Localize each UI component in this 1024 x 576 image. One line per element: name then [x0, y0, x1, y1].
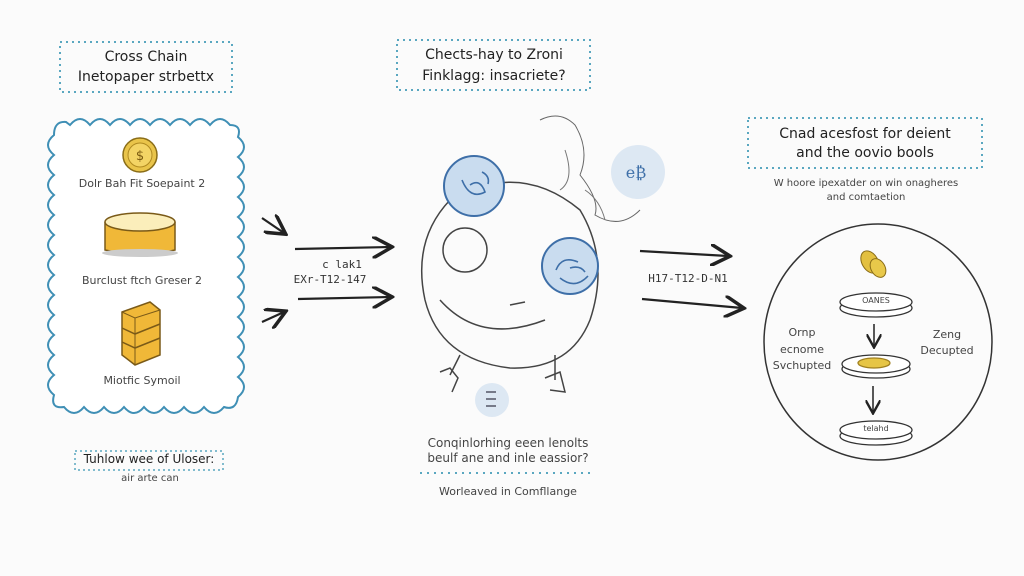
output-arrows — [639, 251, 742, 308]
left-footer-box — [74, 450, 224, 471]
central-character-icon — [420, 115, 641, 393]
right-subtitle-line1: W hoore ipexatder on win onagheres — [773, 178, 959, 189]
disk-label-3: telahd — [863, 424, 889, 433]
right-note-2: Decupted — [920, 344, 974, 357]
left-note-3: Svchupted — [772, 359, 832, 372]
right-subtitle-line2: and comtaetion — [826, 192, 906, 203]
center-caption-line1: Conqinlorhing eeen lenolts — [427, 436, 589, 450]
database-bubble-icon — [475, 383, 509, 417]
left-title-line1: Cross Chain — [104, 49, 188, 65]
arrow-label-1: c lak1 — [322, 258, 362, 271]
face-bubble-icon — [541, 237, 599, 295]
input-arrows — [261, 218, 390, 322]
left-note-1: Ornp — [788, 326, 816, 339]
center-footer: Worleaved in Comfllange — [439, 485, 577, 498]
center-title-line1: Chects-hay to Zroni — [425, 47, 563, 63]
right-note-1: Zeng — [932, 328, 962, 341]
stack-icon — [121, 301, 161, 366]
right-title-line1: Cnad acesfost for deient — [779, 126, 951, 142]
item-label: Dolr Bah Fit Soepaint 2 — [78, 177, 206, 190]
gold-coins-icon — [860, 250, 887, 278]
badge-bubble-icon — [611, 145, 665, 199]
svg-text:$: $ — [136, 149, 144, 164]
center-title-line2: Finklagg: insacriete? — [422, 68, 566, 84]
left-note-2: ecnome — [780, 343, 824, 356]
right-title-line2: and the oovio bools — [796, 145, 934, 161]
right-arrow-label: H17-T12-D-N1 — [648, 272, 728, 285]
center-title-box — [396, 39, 591, 91]
right-title-box — [747, 117, 983, 169]
process-circle — [763, 223, 993, 461]
badge-glyph: e₿ — [626, 163, 647, 182]
disk-label-1: OANES — [862, 296, 890, 305]
left-title-box — [59, 41, 233, 93]
left-footer-sub: air arte can — [121, 473, 179, 484]
item-label: Miotfic Symoil — [103, 374, 181, 387]
center-caption-line2: beulf ane and inle eassior? — [427, 451, 589, 465]
left-footer-title: Tuhlow wee of Uloser: — [83, 452, 215, 466]
left-title-line2: Inetopaper strbettx — [77, 69, 215, 85]
arrow-label-2: EXr-T12-147 — [293, 273, 367, 286]
tub-icon — [102, 212, 178, 257]
coin-icon: $ — [122, 137, 158, 173]
flow-disks — [839, 292, 913, 446]
cloud-box — [47, 118, 245, 414]
item-label: Burclust ftch Greser 2 — [81, 274, 203, 287]
face-bubble-icon — [443, 155, 505, 217]
